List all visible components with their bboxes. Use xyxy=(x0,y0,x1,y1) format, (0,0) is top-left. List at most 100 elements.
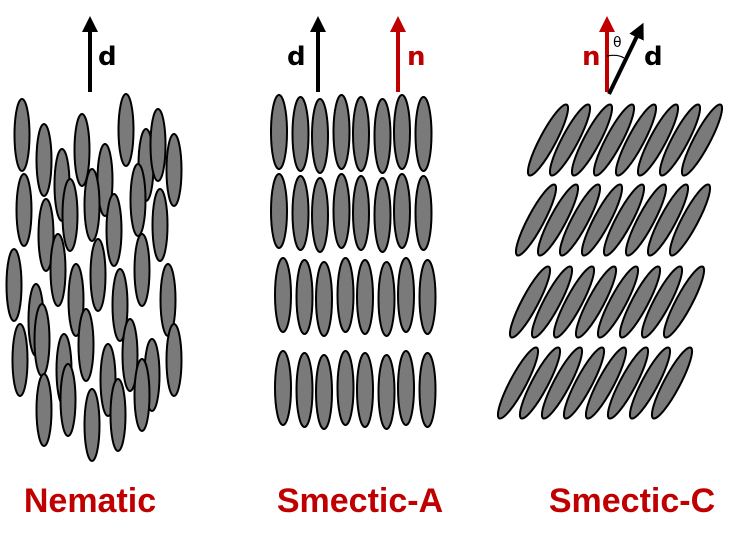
molecule xyxy=(121,318,139,392)
molecule xyxy=(418,259,437,335)
molecule xyxy=(133,358,151,432)
molecule xyxy=(270,173,288,249)
molecule xyxy=(59,363,77,437)
molecule xyxy=(315,261,333,337)
molecule xyxy=(109,378,127,452)
molecule xyxy=(83,388,101,462)
molecule xyxy=(77,308,95,382)
molecule xyxy=(414,175,433,251)
smectic-c-director-arrow xyxy=(607,22,644,95)
molecule xyxy=(332,94,351,170)
molecule xyxy=(592,103,636,177)
molecule xyxy=(562,346,606,420)
molecule xyxy=(336,257,355,333)
molecule xyxy=(584,346,628,420)
molecule xyxy=(530,265,574,339)
molecule xyxy=(61,178,79,252)
molecule xyxy=(646,183,690,257)
molecule xyxy=(508,265,552,339)
molecule xyxy=(89,238,107,312)
molecule xyxy=(117,93,135,167)
smectic-c-layer-normal-label: n xyxy=(582,42,601,72)
molecule xyxy=(540,346,584,420)
smectic-c-molecules xyxy=(496,103,724,420)
molecule xyxy=(393,173,411,249)
smectic-a-panel: d n Smectic-A xyxy=(270,16,443,520)
molecule xyxy=(356,259,374,335)
tilt-angle-label: θ xyxy=(613,35,622,51)
molecule xyxy=(518,346,562,420)
molecule xyxy=(580,183,624,257)
molecule xyxy=(640,265,684,339)
molecule xyxy=(393,94,411,170)
molecule xyxy=(274,350,292,426)
molecule xyxy=(650,346,694,420)
molecule xyxy=(291,175,310,251)
molecule xyxy=(618,265,662,339)
molecule xyxy=(574,265,618,339)
molecule xyxy=(397,257,415,333)
smectic-c-label: Smectic-C xyxy=(549,482,715,520)
molecule xyxy=(270,94,288,170)
molecule xyxy=(356,352,374,428)
molecule xyxy=(33,303,51,377)
molecule xyxy=(111,268,129,342)
molecule xyxy=(596,265,640,339)
molecule xyxy=(602,183,646,257)
molecule xyxy=(496,346,540,420)
molecule xyxy=(5,248,23,322)
molecule xyxy=(274,257,292,333)
molecule xyxy=(526,103,570,177)
molecule xyxy=(558,183,602,257)
tilt-angle-arc xyxy=(606,54,625,59)
smectic-a-layer-normal-label: n xyxy=(407,42,426,72)
nematic-molecules xyxy=(5,93,183,462)
molecule xyxy=(377,261,396,337)
molecule xyxy=(662,265,706,339)
molecule xyxy=(165,133,183,207)
molecule xyxy=(311,177,329,253)
smectic-a-label: Smectic-A xyxy=(277,482,443,520)
molecule xyxy=(373,98,392,174)
smectic-a-molecules xyxy=(270,94,437,430)
molecule xyxy=(373,177,392,253)
molecule xyxy=(336,350,355,426)
smectic-c-panel: n d θ Smectic-C xyxy=(496,16,724,520)
smectic-c-director-label: d xyxy=(644,42,663,72)
molecule xyxy=(83,168,101,242)
molecule xyxy=(536,183,580,257)
molecule xyxy=(352,175,370,251)
molecule xyxy=(35,373,53,447)
molecule xyxy=(377,354,396,430)
molecule xyxy=(311,98,329,174)
molecule xyxy=(73,113,91,187)
molecule xyxy=(49,233,67,307)
molecule xyxy=(151,188,169,262)
molecule xyxy=(129,163,147,237)
molecule xyxy=(13,98,31,172)
molecule xyxy=(570,103,614,177)
smectic-a-director-label: d xyxy=(287,42,306,72)
molecule xyxy=(295,259,314,335)
molecule xyxy=(11,323,29,397)
molecule xyxy=(291,96,310,172)
molecule xyxy=(35,123,53,197)
nematic-director-label: d xyxy=(98,42,117,72)
nematic-panel: d Nematic xyxy=(5,16,183,520)
molecule xyxy=(606,346,650,420)
molecule xyxy=(552,265,596,339)
molecule xyxy=(295,352,314,428)
molecule xyxy=(658,103,702,177)
molecule xyxy=(133,233,151,307)
molecule xyxy=(628,346,672,420)
molecule xyxy=(548,103,592,177)
molecule xyxy=(514,183,558,257)
molecule xyxy=(37,198,55,272)
molecule xyxy=(668,183,712,257)
molecule xyxy=(414,96,433,172)
molecule xyxy=(397,350,415,426)
molecule xyxy=(614,103,658,177)
molecule xyxy=(105,193,123,267)
molecule xyxy=(352,96,370,172)
